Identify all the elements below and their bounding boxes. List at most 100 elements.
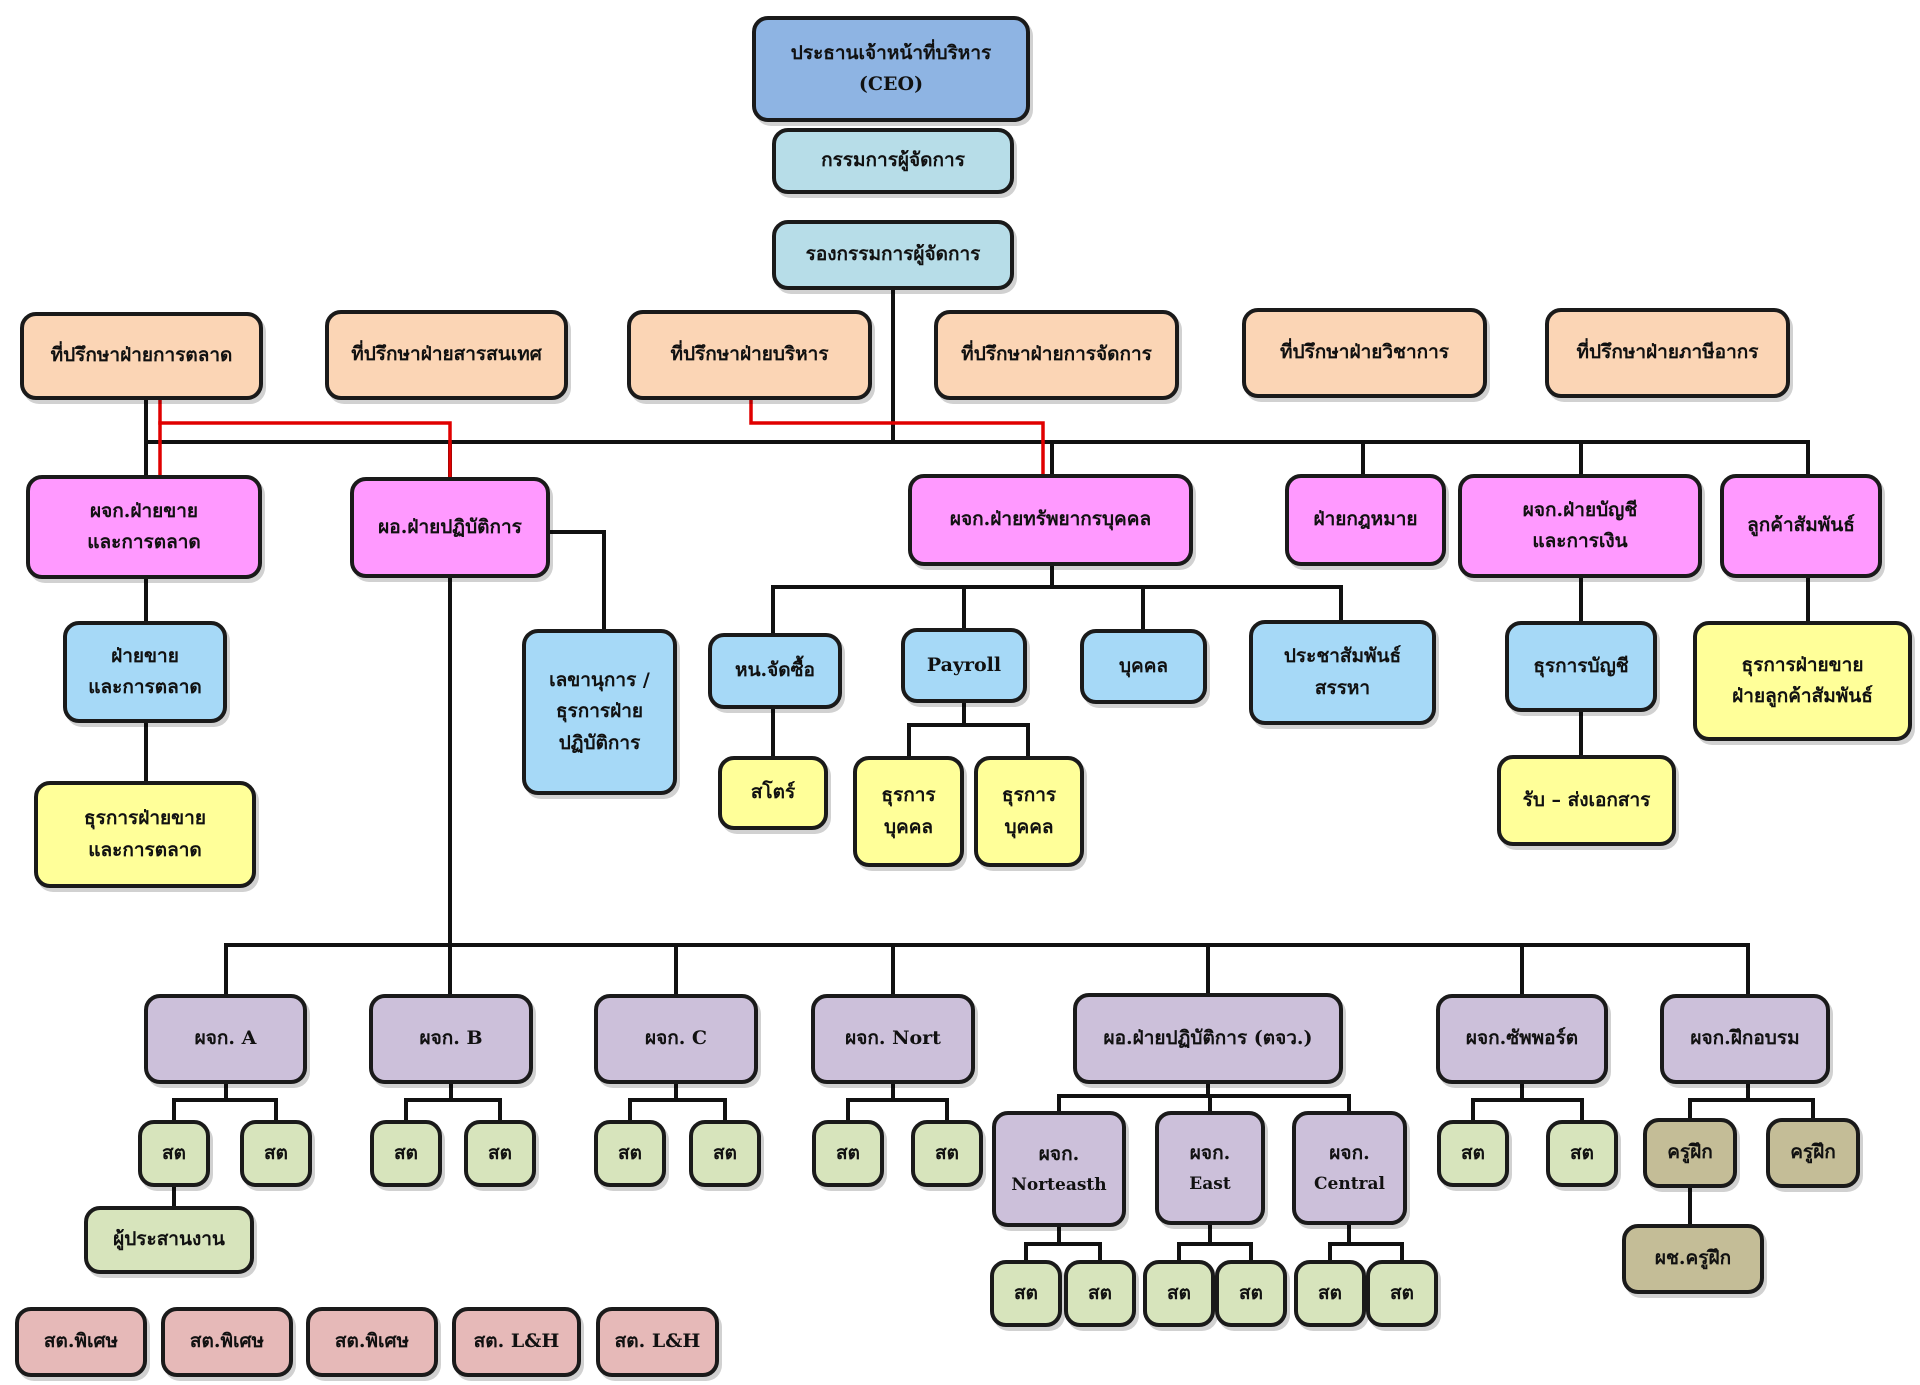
hr-clerk-2-line1: ธุรการ <box>1001 784 1057 807</box>
manager-c-box: ผจก. C <box>594 994 758 1084</box>
lh-staff-box: สต. L&H <box>596 1307 719 1377</box>
east-manager-box: ผจก. East <box>1155 1111 1265 1225</box>
customer-relations-box: ลูกค้าสัมพันธ์ <box>1720 474 1882 578</box>
staff-label: สต <box>618 1141 642 1164</box>
advisor-it-box: ที่ปรึกษาฝ่ายสารสนเทศ <box>325 310 568 400</box>
central-manager-box: ผจก. Central <box>1292 1111 1407 1225</box>
hr-clerk-2-line2: บุคคล <box>1004 815 1054 838</box>
special-staff-box: สต.พิเศษ <box>15 1307 147 1377</box>
cr-clerk-line2: ฝ่ายลูกค้าสัมพันธ์ <box>1732 685 1873 707</box>
staff-b1-box: สต <box>370 1120 442 1187</box>
northeast-manager-line2: Norteasth <box>1011 1174 1107 1195</box>
advisor-management-label: ที่ปรึกษาฝ่ายการจัดการ <box>961 343 1152 366</box>
ceo-box: ประธานเจ้าหน้าที่บริหาร (CEO) <box>752 16 1030 122</box>
staff-label: สต <box>1167 1281 1191 1304</box>
support-manager-box: ผจก.ซัพพอร์ต <box>1436 994 1608 1084</box>
ops-secretary-box: เลขานุการ / ธุรการฝ่าย ปฏิบัติการ <box>522 629 677 795</box>
staff-label: สต <box>1088 1281 1112 1304</box>
hr-clerk-1-box: ธุรการ บุคคล <box>853 756 964 867</box>
east-manager-line2: East <box>1189 1173 1231 1194</box>
staff-c2-box: สต <box>689 1120 761 1187</box>
trainer-2-box: ครูฝึก <box>1766 1118 1860 1188</box>
staff-central1-box: สต <box>1294 1260 1366 1327</box>
staff-east2-box: สต <box>1215 1260 1287 1327</box>
staff-label: สต <box>488 1141 512 1164</box>
staff-label: สต <box>935 1141 959 1164</box>
special-staff-box: สต.พิเศษ <box>306 1307 438 1377</box>
payroll-box: Payroll <box>901 628 1027 703</box>
personnel-label: บุคคล <box>1118 654 1169 677</box>
staff-label: สต <box>1014 1281 1038 1304</box>
staff-support1-box: สต <box>1437 1120 1509 1187</box>
store-box: สโตร์ <box>718 756 828 830</box>
special-staff-label: สต.พิเศษ <box>334 1330 410 1353</box>
manager-b-label: ผจก. B <box>419 1027 483 1050</box>
accounting-manager-box: ผจก.ฝ่ายบัญชี และการเงิน <box>1458 474 1702 578</box>
central-manager-line1: ผจก. <box>1329 1142 1370 1165</box>
sales-dept-line2: และการตลาด <box>88 676 202 698</box>
accounting-clerk-label: ธุรการบัญชี <box>1533 654 1629 677</box>
staff-a1-box: สต <box>138 1120 210 1187</box>
trainer-1-label: ครูฝึก <box>1667 1141 1713 1164</box>
training-manager-box: ผจก.ฝึกอบรม <box>1660 994 1830 1084</box>
advisory-link-line <box>749 398 1045 476</box>
special-staff-box: สต.พิเศษ <box>161 1307 293 1377</box>
purchasing-head-box: หน.จัดซื้อ <box>708 633 842 709</box>
pr-recruit-line1: ประชาสัมพันธ์ <box>1283 645 1402 668</box>
east-manager-line1: ผจก. <box>1189 1142 1231 1165</box>
staff-c1-box: สต <box>594 1120 666 1187</box>
lh-staff-label: สต. L&H <box>473 1330 560 1353</box>
special-staff-label: สต.พิเศษ <box>189 1330 265 1353</box>
ops-director-upcountry-box: ผอ.ฝ่ายปฏิบัติการ (ตจว.) <box>1073 993 1343 1084</box>
staff-support2-box: สต <box>1546 1120 1618 1187</box>
coordinator-box: ผู้ประสานงาน <box>84 1206 254 1274</box>
manager-b-box: ผจก. B <box>369 994 533 1084</box>
manager-a-label: ผจก. A <box>194 1027 257 1050</box>
ops-secretary-line3: ปฏิบัติการ <box>558 731 641 754</box>
cr-clerk-line1: ธุรการฝ่ายขาย <box>1741 653 1864 676</box>
hr-clerk-1-line2: บุคคล <box>883 815 934 838</box>
purchasing-head-label: หน.จัดซื้อ <box>735 659 815 682</box>
reporting-line <box>548 530 606 631</box>
doc-send-recv-label: รับ – ส่งเอกสาร <box>1522 788 1651 811</box>
staff-label: สต <box>1570 1141 1594 1164</box>
sales-manager-line1: ผจก.ฝ่ายขาย <box>89 499 199 522</box>
ops-director-upcountry-label: ผอ.ฝ่ายปฏิบัติการ (ตจว.) <box>1103 1026 1313 1049</box>
sales-manager-box: ผจก.ฝ่ายขาย และการตลาด <box>26 475 262 579</box>
sales-dept-box: ฝ่ายขาย และการตลาด <box>63 621 227 723</box>
payroll-label: Payroll <box>926 653 1002 676</box>
managing-director-label: กรรมการผู้จัดการ <box>821 149 965 172</box>
staff-nort1-box: สต <box>812 1120 884 1187</box>
northeast-manager-line1: ผจก. <box>1038 1143 1080 1166</box>
ceo-abbr: (CEO) <box>858 73 924 95</box>
deputy-md-label: รองกรรมการผู้จัดการ <box>805 243 981 266</box>
accounting-manager-line1: ผจก.ฝ่ายบัญชี <box>1522 498 1638 521</box>
coordinator-label: ผู้ประสานงาน <box>113 1228 225 1251</box>
hr-manager-label: ผจก.ฝ่ายทรัพยากรบุคคล <box>949 508 1152 531</box>
advisor-admin-label: ที่ปรึกษาฝ่ายบริหาร <box>670 343 829 366</box>
customer-relations-label: ลูกค้าสัมพันธ์ <box>1747 514 1855 537</box>
hr-clerk-2-box: ธุรการ บุคคล <box>974 756 1084 867</box>
accounting-clerk-box: ธุรการบัญชี <box>1505 621 1657 712</box>
advisor-academic-box: ที่ปรึกษาฝ่ายวิชาการ <box>1242 308 1487 398</box>
advisor-management-box: ที่ปรึกษาฝ่ายการจัดการ <box>934 310 1179 400</box>
doc-send-recv-box: รับ – ส่งเอกสาร <box>1497 755 1676 846</box>
store-label: สโตร์ <box>750 781 796 804</box>
legal-box: ฝ่ายกฎหมาย <box>1285 474 1446 566</box>
advisor-tax-label: ที่ปรึกษาฝ่ายภาษีอากร <box>1576 341 1759 364</box>
sales-clerk-box: ธุรการฝ่ายขาย และการตลาด <box>34 781 256 888</box>
cr-clerk-box: ธุรการฝ่ายขาย ฝ่ายลูกค้าสัมพันธ์ <box>1693 621 1912 741</box>
ops-secretary-line1: เลขานุการ / <box>549 668 650 691</box>
hr-clerk-1-line1: ธุรการ <box>881 784 936 807</box>
staff-ne1-box: สต <box>990 1260 1062 1327</box>
sales-dept-line1: ฝ่ายขาย <box>111 644 179 667</box>
staff-label: สต <box>1318 1281 1342 1304</box>
staff-nort2-box: สต <box>911 1120 983 1187</box>
advisor-marketing-box: ที่ปรึกษาฝ่ายการตลาด <box>20 312 263 400</box>
sales-manager-line2: และการตลาด <box>87 531 201 553</box>
trainer-2-label: ครูฝึก <box>1790 1141 1836 1164</box>
lh-staff-label: สต. L&H <box>614 1330 701 1353</box>
staff-label: สต <box>264 1141 288 1164</box>
staff-label: สต <box>162 1141 186 1164</box>
